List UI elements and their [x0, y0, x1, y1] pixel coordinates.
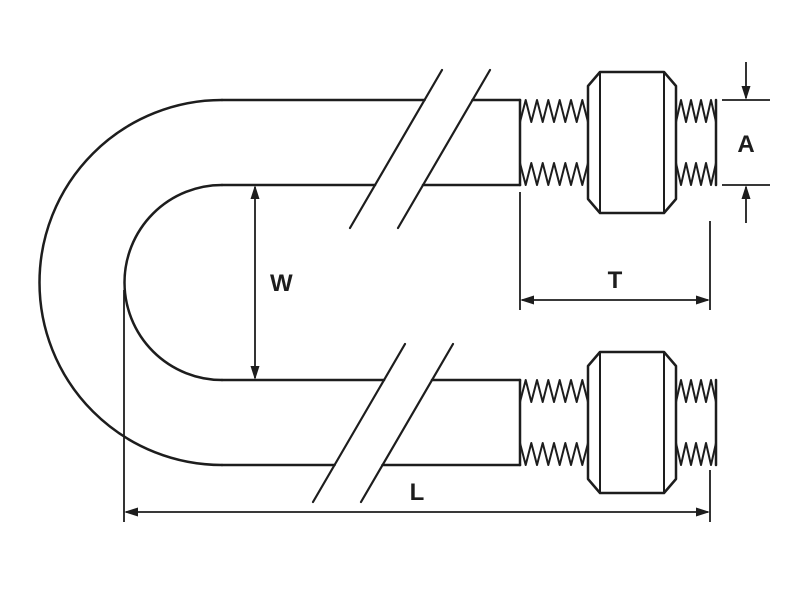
hex-nut-top-outline — [586, 70, 678, 215]
hex-nut-bottom-facet-lines — [599, 352, 665, 493]
u-bolt-body — [38, 98, 718, 467]
dim-label-w: W — [270, 270, 293, 297]
dimension-l-extension-lines — [123, 290, 711, 522]
dim-label-t: T — [608, 267, 623, 294]
dimension-w-arrow-down — [250, 366, 260, 380]
dimension-l: L — [123, 290, 711, 522]
thread-top-leg-right-lower — [675, 162, 717, 186]
break-line-top-2 — [396, 68, 492, 230]
break-lines — [311, 68, 492, 504]
dimension-a-arrow-down — [741, 86, 751, 100]
thread-bottom-leg-right-lower — [675, 442, 717, 466]
thread-bottom-leg-left-upper — [519, 379, 589, 403]
dimension-a: A — [722, 62, 770, 223]
dimension-w-arrow-up — [250, 185, 260, 199]
dimension-a-arrow-up — [741, 185, 751, 199]
hex-nut-top-facet-lines — [599, 72, 665, 213]
dimension-t-arrow-right — [696, 295, 710, 305]
dim-label-l: L — [410, 479, 425, 506]
thread-top-leg-left-lower — [519, 162, 589, 186]
hex-nut-bottom-outline — [586, 350, 678, 495]
break-line-top-1 — [348, 68, 444, 230]
thread-bottom-leg-right-upper — [675, 379, 717, 403]
break-line-bottom-2 — [359, 342, 455, 504]
hex-nut-top — [586, 70, 678, 215]
dimension-l-arrow-left — [124, 507, 138, 517]
u-bend-inner-arc — [123, 183, 224, 382]
dimension-t-extension-lines — [519, 192, 711, 310]
dimension-w: W — [250, 185, 293, 380]
thread-top-leg-left-upper — [519, 99, 589, 123]
dim-label-a: A — [737, 131, 754, 158]
dimension-t: T — [519, 192, 711, 310]
u-bend-outer-arc — [38, 98, 224, 467]
thread-top-leg-right-upper — [675, 99, 717, 123]
break-line-bottom-1 — [311, 342, 407, 504]
hex-nut-bottom — [586, 350, 678, 495]
dimension-l-arrow-right — [696, 507, 710, 517]
dimension-t-arrow-left — [520, 295, 534, 305]
thread-bottom-leg-left-lower — [519, 442, 589, 466]
